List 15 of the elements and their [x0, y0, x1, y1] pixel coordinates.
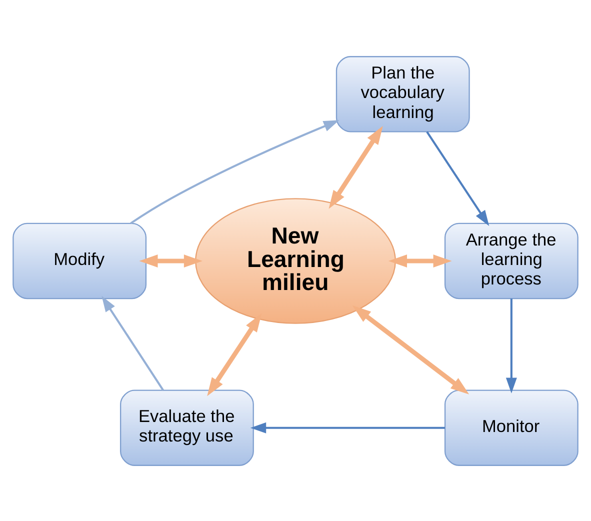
node-box: Modify: [12, 222, 147, 299]
arrow: [102, 296, 164, 390]
node-box: Monitor: [444, 389, 578, 466]
arrow: [388, 254, 452, 267]
arrow: [139, 254, 202, 267]
arrow: [250, 422, 445, 433]
node-box: Arrange the learning process: [444, 222, 578, 299]
arrow: [207, 312, 262, 396]
arrow: [426, 130, 490, 226]
arrow: [506, 298, 517, 393]
node-box: Evaluate the strategy use: [120, 389, 254, 466]
node-box: Plan the vocabulary learning: [336, 56, 470, 132]
arrow: [328, 125, 383, 208]
arrow: [352, 305, 470, 394]
arrow: [130, 120, 340, 224]
